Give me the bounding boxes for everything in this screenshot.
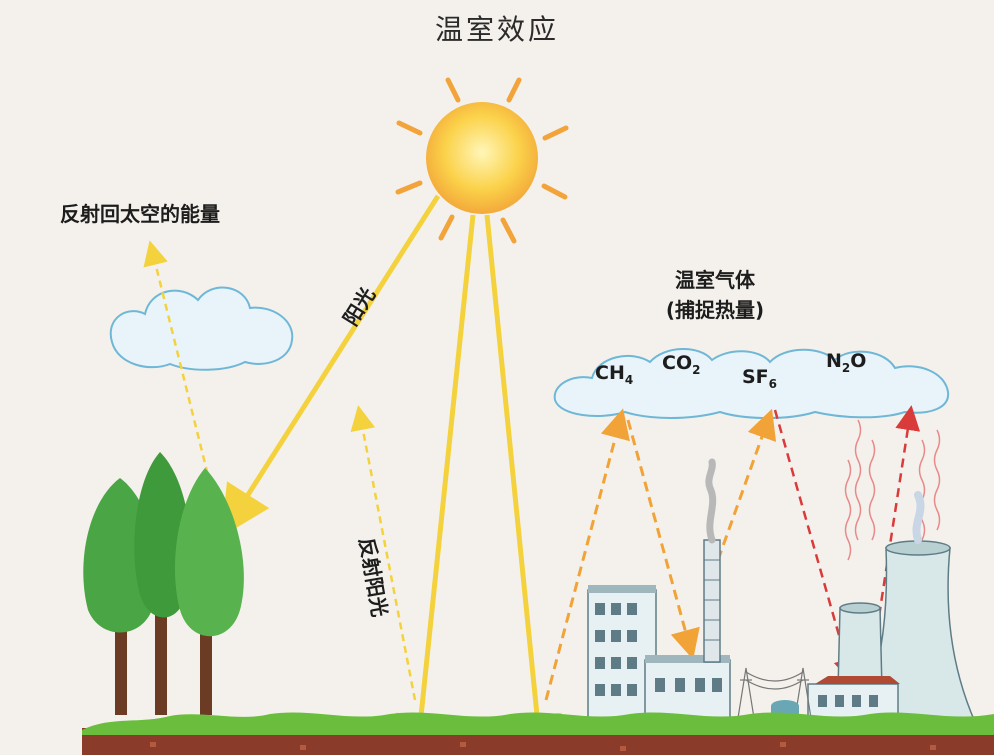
sunlight-arrows <box>221 194 562 755</box>
trapped-heat-arrows <box>544 408 777 701</box>
heat-arrows-red <box>773 405 921 684</box>
greenhouse-gas-cloud <box>553 348 950 419</box>
trees <box>83 452 244 715</box>
greenhouse-gases-subtitle: (捕捉热量) <box>665 298 765 322</box>
sun-icon <box>395 77 569 244</box>
factory-building <box>587 458 731 721</box>
reflected-to-space-label: 反射回太空的能量 <box>60 202 220 226</box>
page-title: 温室效应 <box>434 13 559 46</box>
ground <box>82 712 994 755</box>
gas-sf6: SF6 <box>742 366 778 391</box>
heat-wave-lines <box>844 419 941 561</box>
gas-co2: CO2 <box>662 352 701 377</box>
greenhouse-gases-label: 温室气体 (捕捉热量) <box>640 265 790 325</box>
cloud-left <box>109 286 294 371</box>
power-plant <box>807 491 977 723</box>
power-line-tower <box>737 667 812 719</box>
gas-n2o: N2O <box>826 350 867 375</box>
greenhouse-gases-title: 温室气体 <box>675 268 755 292</box>
gas-ch4: CH4 <box>595 362 634 387</box>
